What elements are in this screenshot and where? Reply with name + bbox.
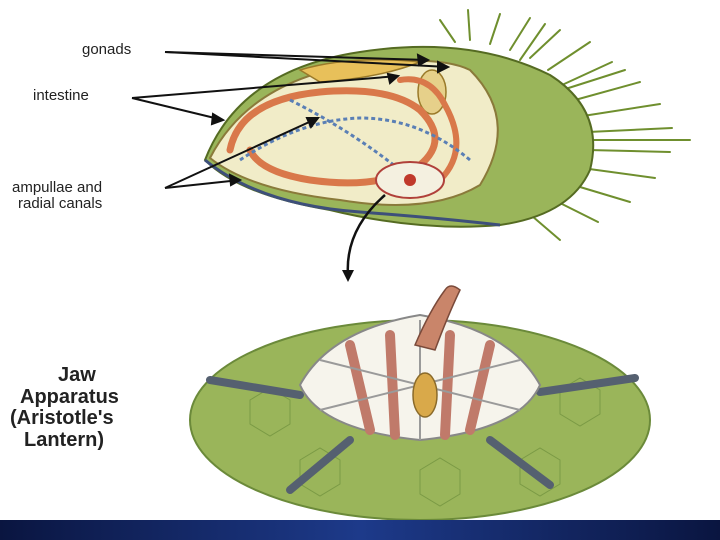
shell-rim	[204, 158, 501, 227]
label-jaw-line3: (Aristotle's	[10, 407, 114, 430]
intestine-loop-2	[397, 76, 460, 183]
label-jaw-line4: Lantern)	[24, 428, 104, 451]
connector-arrow	[346, 194, 386, 276]
intestine-loop	[226, 87, 439, 187]
bottom-bar	[0, 520, 720, 540]
label-jaw-apparatus: Jaw Apparatus (Aristotle's Lantern)	[10, 364, 119, 451]
label-gonads: gonads	[82, 41, 132, 58]
label-jaw-line2: Apparatus	[20, 385, 119, 408]
radial-canal-2	[289, 98, 401, 172]
jaw-apparatus	[189, 285, 651, 521]
label-ampullae: ampullae and radial canals	[12, 180, 102, 212]
label-ampullae-line1: ampullae and	[12, 179, 103, 196]
label-jaw-line1: Jaw	[58, 364, 96, 386]
urchin-cutaway	[203, 9, 691, 241]
connector-arrowhead	[342, 270, 354, 282]
label-ampullae-line2: radial canals	[18, 194, 103, 212]
lantern-teeth	[345, 330, 495, 440]
leader-lines	[131, 51, 451, 189]
esophagus	[413, 285, 461, 351]
central-tooth	[412, 372, 438, 418]
radial-canal	[239, 116, 471, 162]
mouth-center	[404, 174, 416, 186]
struts	[206, 374, 639, 494]
label-intestine: intestine	[33, 87, 89, 104]
